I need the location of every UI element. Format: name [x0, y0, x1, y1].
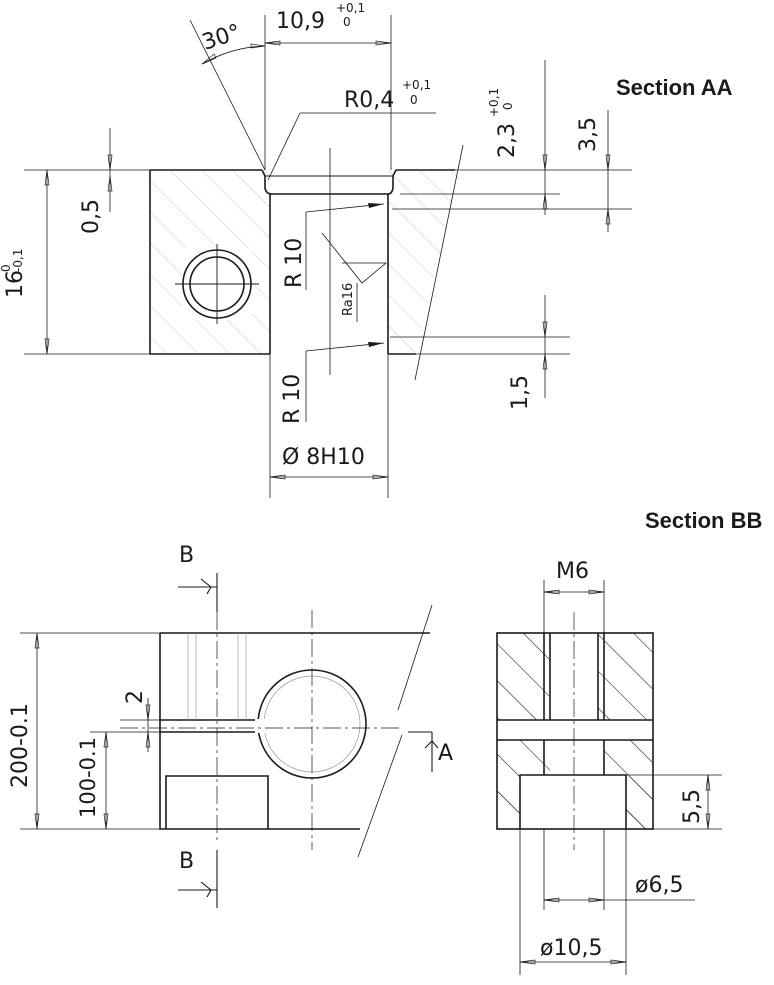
section-b-top: B: [179, 543, 194, 568]
section-a-marker: A: [438, 741, 453, 766]
dim-200: 200-0.1: [8, 703, 33, 788]
svg-text:-0,1: -0,1: [11, 249, 25, 272]
angle-leader: [189, 19, 266, 171]
dim-30-deg: 30°: [199, 20, 244, 56]
dim-5-5: 5,5: [680, 789, 705, 824]
svg-text:0: 0: [0, 264, 13, 272]
side-view: M6 5,5 ø6,5 ø10,5: [496, 559, 722, 975]
side-counterbore: [519, 774, 627, 829]
side-outline: [496, 632, 654, 830]
front-counterbore: [165, 775, 269, 829]
front-break-lower: [357, 734, 403, 858]
top-view: 10,9 +0,1 0 30° R0,4 +0,1 0 2,3 +0,1 0 3…: [0, 1, 632, 498]
dim-bore-8h10: Ø 8H10: [282, 445, 365, 470]
dim-r0-4: R0,4: [344, 88, 394, 113]
dim-2-3: 2,3: [495, 123, 520, 158]
hatch-right: [388, 170, 462, 354]
section-aa-label: Section AA: [616, 75, 733, 100]
dim-3-5: 3,5: [576, 117, 601, 152]
dim-r10-upper: R 10: [282, 238, 307, 288]
roughness-symbol: [321, 232, 388, 284]
roughness-ra16: Ra16: [341, 283, 356, 316]
dim-m6: M6: [556, 559, 589, 584]
svg-text:0: 0: [410, 93, 418, 107]
bore-groove: [261, 169, 397, 195]
dim-dia-10-5: ø10,5: [540, 936, 602, 961]
break-line: [414, 144, 464, 381]
dim-16: 16: [3, 270, 28, 298]
dim-100: 100-0.1: [76, 737, 100, 818]
front-view: 200-0.1 100-0.1 2 B B A: [8, 543, 453, 908]
dim-dia-6-5: ø6,5: [635, 873, 683, 898]
dim-10-9: 10,9: [276, 9, 325, 34]
svg-text:+0,1: +0,1: [487, 88, 501, 117]
svg-text:0: 0: [501, 102, 515, 110]
dim-0-5: 0,5: [79, 199, 104, 234]
svg-text:0: 0: [343, 15, 351, 29]
svg-text:+0,1: +0,1: [402, 78, 431, 92]
dim-r10-lower: R 10: [280, 374, 305, 424]
dim-slot-2: 2: [123, 690, 148, 704]
section-b-bottom: B: [179, 849, 194, 874]
section-bb-label: Section BB: [645, 508, 762, 533]
svg-text:+0,1: +0,1: [336, 1, 365, 15]
dim-1-5: 1,5: [508, 375, 533, 410]
front-break-upper: [397, 604, 433, 711]
